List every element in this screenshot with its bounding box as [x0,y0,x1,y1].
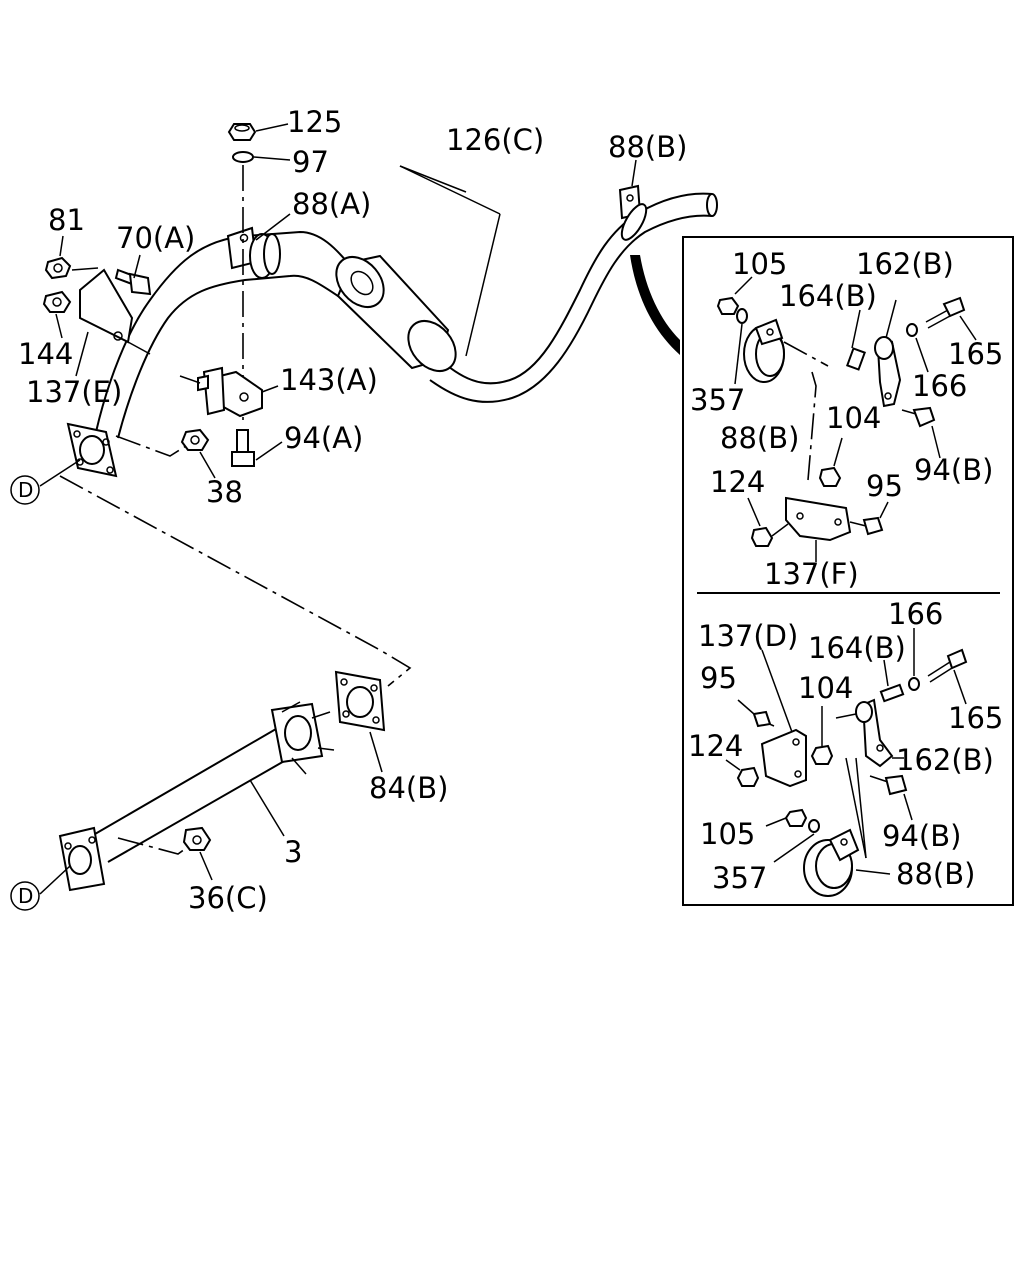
inset1-bolt-165 [925,296,966,329]
rear-pipe-flange-front [58,826,106,892]
inset2-label-162b: 162(B) [896,743,994,777]
inset1-bolt-94b [901,406,936,428]
nut-38 [180,428,210,451]
inset1-washer-166 [906,323,918,337]
inset2-nut-124 [736,766,760,787]
inset2-label-94b: 94(B) [882,819,961,853]
inset1-label-165: 165 [948,337,1003,371]
inset2-bolt-95 [752,710,775,728]
inset1-spacer-164b [846,347,866,371]
connector-d-marker-2 [10,881,40,911]
bracket-137e [79,268,151,355]
inset1-bracket-137f [785,496,852,542]
inset2-washer-166 [908,677,920,691]
nut-125 [227,123,257,141]
inset2-bolt-94b [869,774,908,796]
bracket-143a [179,366,263,418]
inset2-label-165: 165 [948,701,1003,735]
washer-97 [232,151,254,163]
inset2-bracket-137d [760,728,807,788]
inset2-spacer-164b [879,683,905,703]
inset2-label-164b: 164(B) [808,631,906,665]
inset1-label-95: 95 [866,469,903,503]
inset1-label-105: 105 [732,247,787,281]
label-81: 81 [48,203,85,237]
label-36c: 36(C) [188,881,268,915]
label-125: 125 [287,105,342,139]
label-144: 144 [18,337,73,371]
inset2-nut-105 [784,808,808,827]
inset2-label-137d: 137(D) [698,619,798,653]
label-88a: 88(A) [292,187,371,221]
front-exhaust-pipe [95,192,718,439]
inset1-label-137f: 137(F) [764,557,859,591]
inset1-label-164b: 164(B) [779,279,877,313]
nut-36c [182,826,212,851]
nut-144 [42,290,72,313]
label-126c: 126(C) [446,123,544,157]
inset1-label-162b: 162(B) [856,247,954,281]
inset2-label-104: 104 [798,671,853,705]
bolt-70a [114,268,152,296]
inset1-bracket-162b [874,336,902,408]
label-97: 97 [292,145,329,179]
label-84b: 84(B) [369,771,448,805]
inset1-label-166: 166 [912,369,967,403]
bolt-94a [231,429,255,467]
inset1-nut-124 [750,526,774,547]
inset2-nut-104 [810,744,834,765]
inset1-label-357: 357 [690,383,745,417]
inset2-label-105: 105 [700,817,755,851]
label-137e: 137(E) [26,375,122,409]
label-3: 3 [284,835,302,869]
connector-d-marker-1 [10,475,40,505]
detail-arrow [630,255,680,355]
gasket-84b [334,670,386,732]
inset2-clamp-88b [803,828,860,897]
inset2-label-357: 357 [712,861,767,895]
detail-inset-frame [682,236,1014,906]
rear-pipe-flange-rear [270,701,335,775]
inset1-bolt-95 [849,516,884,536]
inset1-label-88b: 88(B) [720,421,799,455]
label-38: 38 [206,475,243,509]
label-d-2: D [18,884,33,908]
inset1-label-124: 124 [710,465,765,499]
inset2-label-124: 124 [688,729,743,763]
inset2-bracket-162b [855,698,894,768]
clamp-88a [226,226,281,279]
label-143a: 143(A) [280,363,378,397]
inset1-clamp-88b [743,318,785,383]
inset1-label-104: 104 [826,401,881,435]
catalytic-converter [335,254,457,373]
inset1-nut-104 [818,466,842,487]
inset2-washer-357 [808,819,820,833]
nut-81 [44,256,72,280]
inset2-label-95: 95 [700,661,737,695]
label-d-1: D [18,478,33,502]
inset2-bolt-165 [927,648,968,683]
label-88b-top: 88(B) [608,130,687,164]
inset1-label-94b: 94(B) [914,453,993,487]
front-flange [66,422,118,478]
inset2-label-166: 166 [888,597,943,631]
clamp-88b-top [618,184,648,241]
label-70a: 70(A) [116,221,195,255]
label-94a: 94(A) [284,421,363,455]
inset1-washer-357 [736,308,748,324]
inset1-nut-105 [716,296,740,315]
inset2-label-88b: 88(B) [896,857,975,891]
